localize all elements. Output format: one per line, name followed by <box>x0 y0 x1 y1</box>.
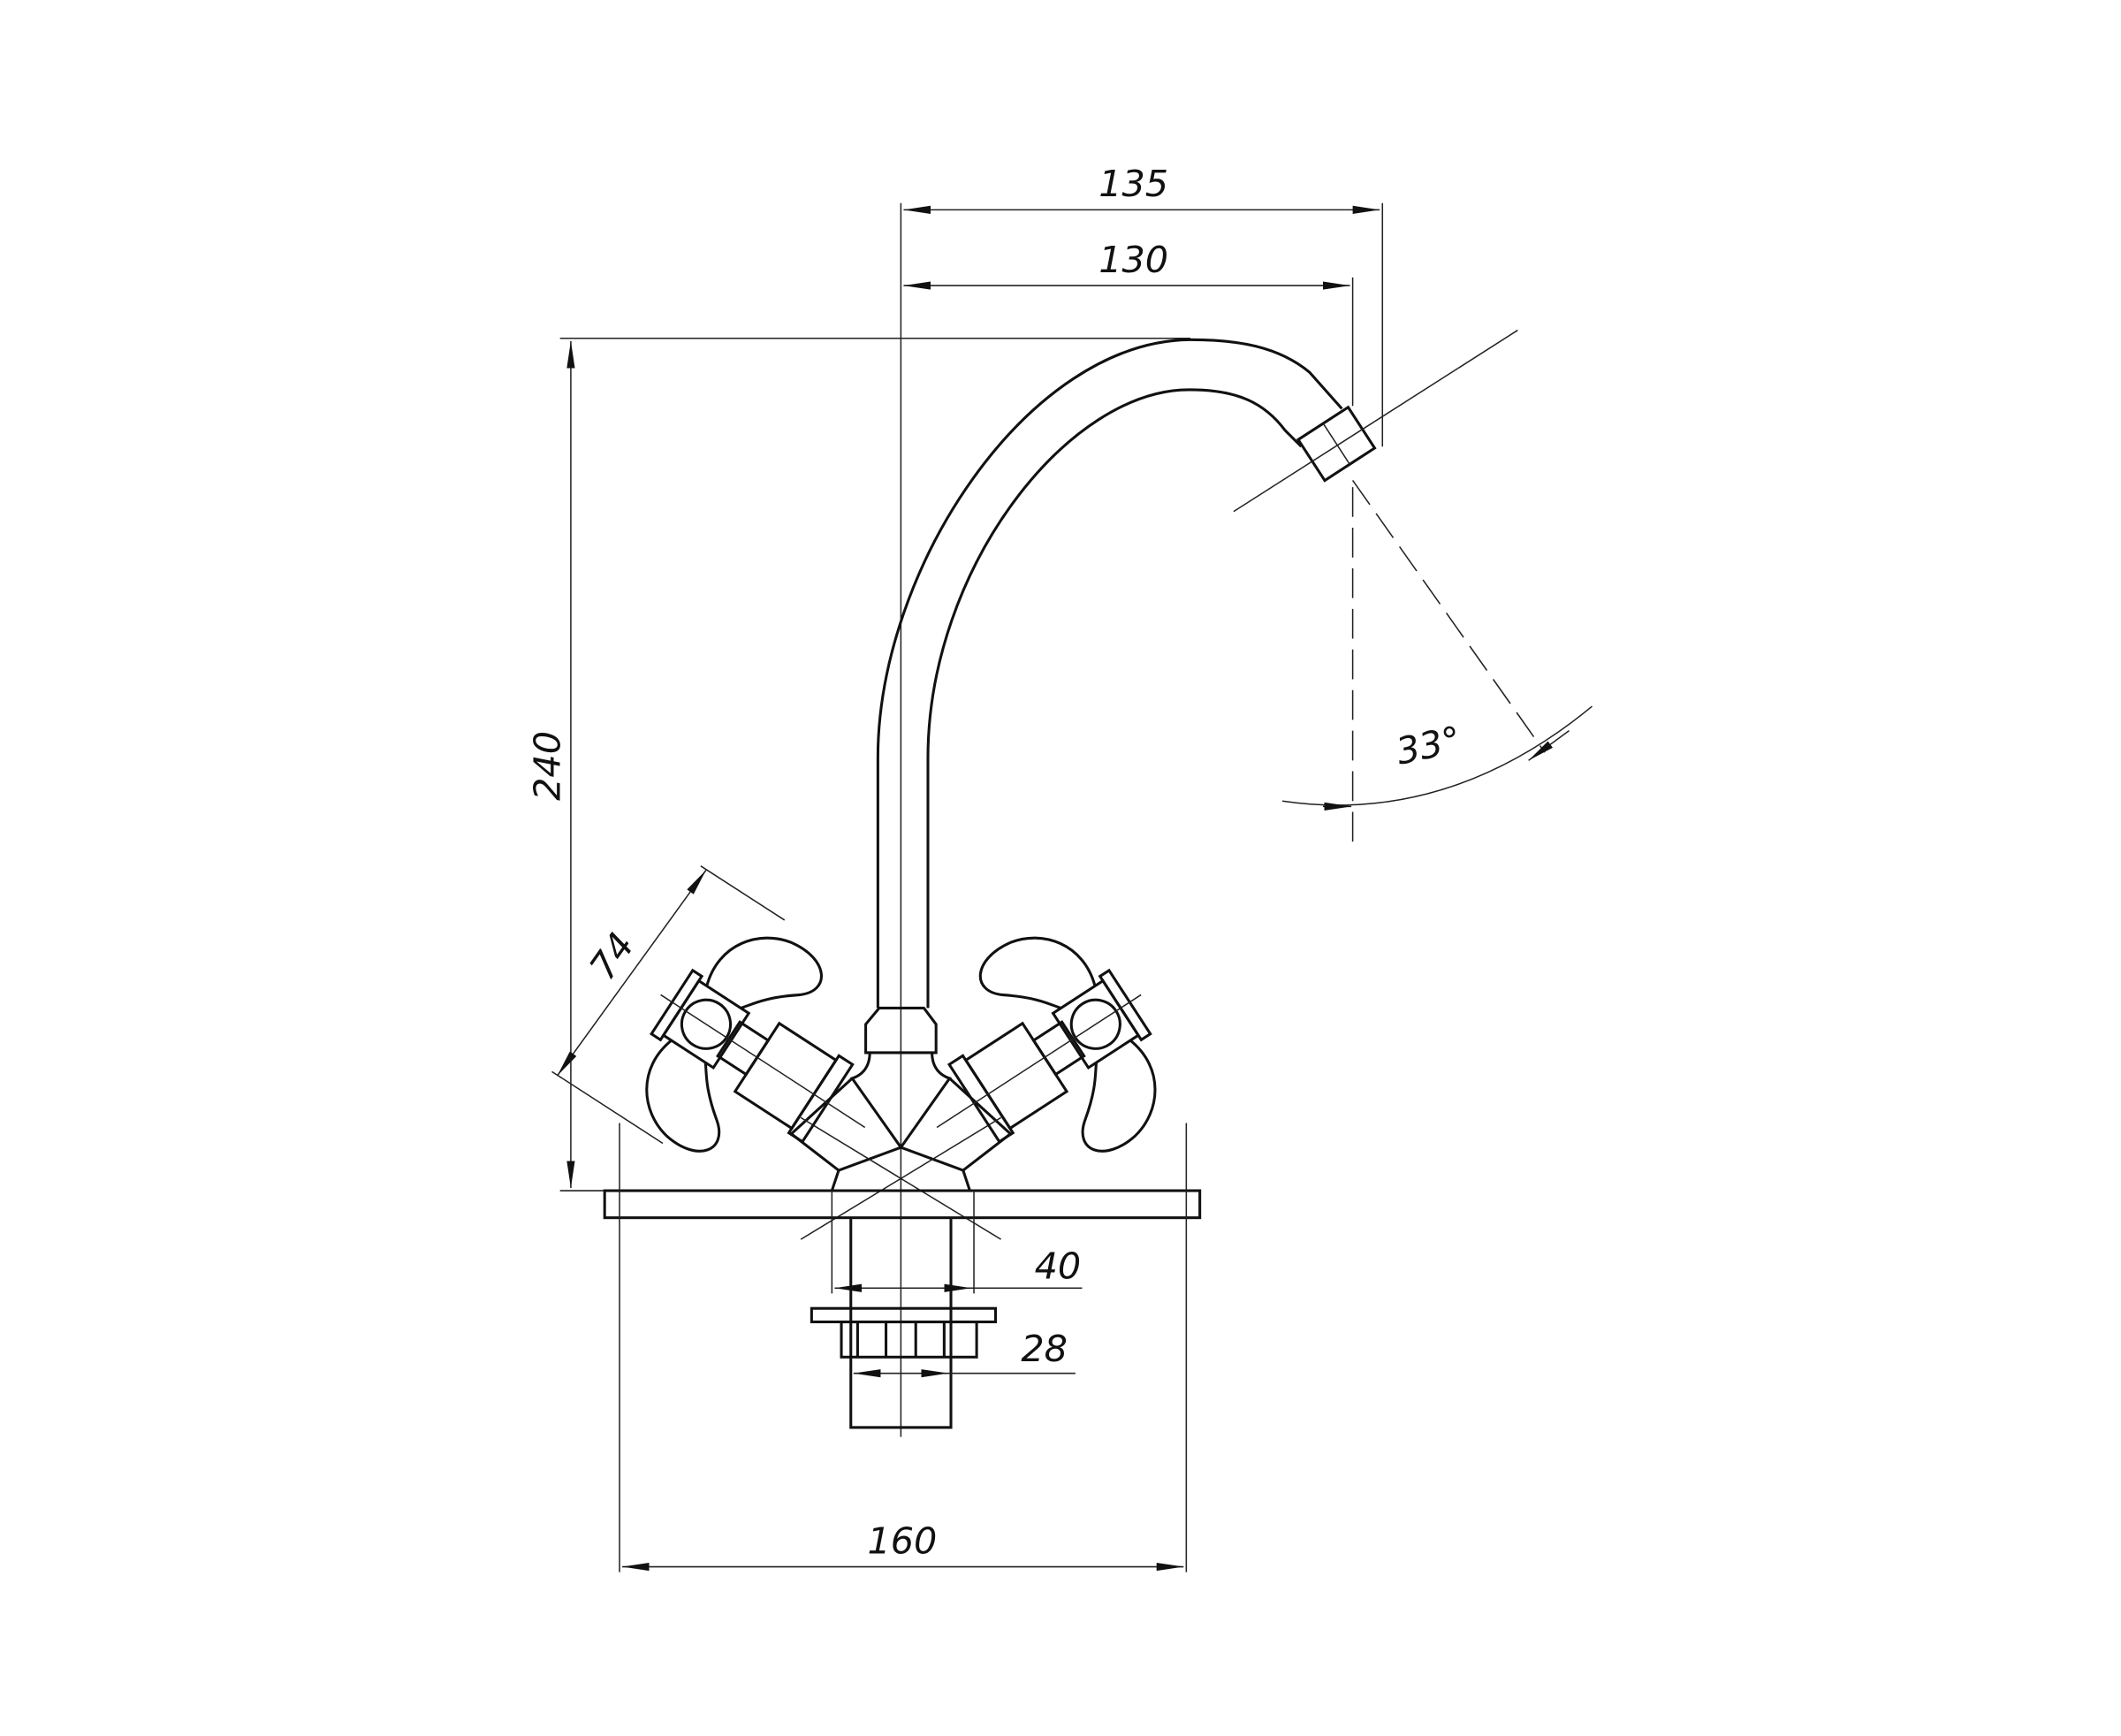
dim-40-label: 40 <box>1035 1245 1082 1288</box>
right-valve-handle[interactable] <box>874 897 1205 1224</box>
washer <box>810 1306 998 1324</box>
dimension-160: 160 <box>619 1123 1188 1572</box>
dimension-130: 130 <box>903 239 1354 842</box>
dim-33-label: 33° <box>1393 718 1465 773</box>
dim-130-label: 130 <box>1099 239 1168 281</box>
dim-135-label: 135 <box>1099 163 1168 205</box>
dim-240-label: 240 <box>527 731 569 801</box>
spout <box>876 329 1546 1009</box>
dimension-28: 28 <box>853 1328 1076 1378</box>
nozzle-axis <box>1233 329 1518 513</box>
dimension-240: 240 <box>527 338 1190 1192</box>
dim-160-label: 160 <box>867 1519 937 1562</box>
dimension-angle-33: 33° <box>1281 705 1593 811</box>
dim-28-label: 28 <box>1021 1328 1068 1370</box>
mounting-stem <box>810 1191 998 1429</box>
spout-nozzle <box>1296 405 1377 483</box>
dim-74-label: 74 <box>582 925 642 988</box>
nut <box>840 1320 978 1359</box>
mounting-plate <box>603 1189 1202 1220</box>
jet-axis <box>1351 480 1546 753</box>
dimension-135: 135 <box>903 163 1384 447</box>
dimension-40: 40 <box>834 1245 1083 1292</box>
